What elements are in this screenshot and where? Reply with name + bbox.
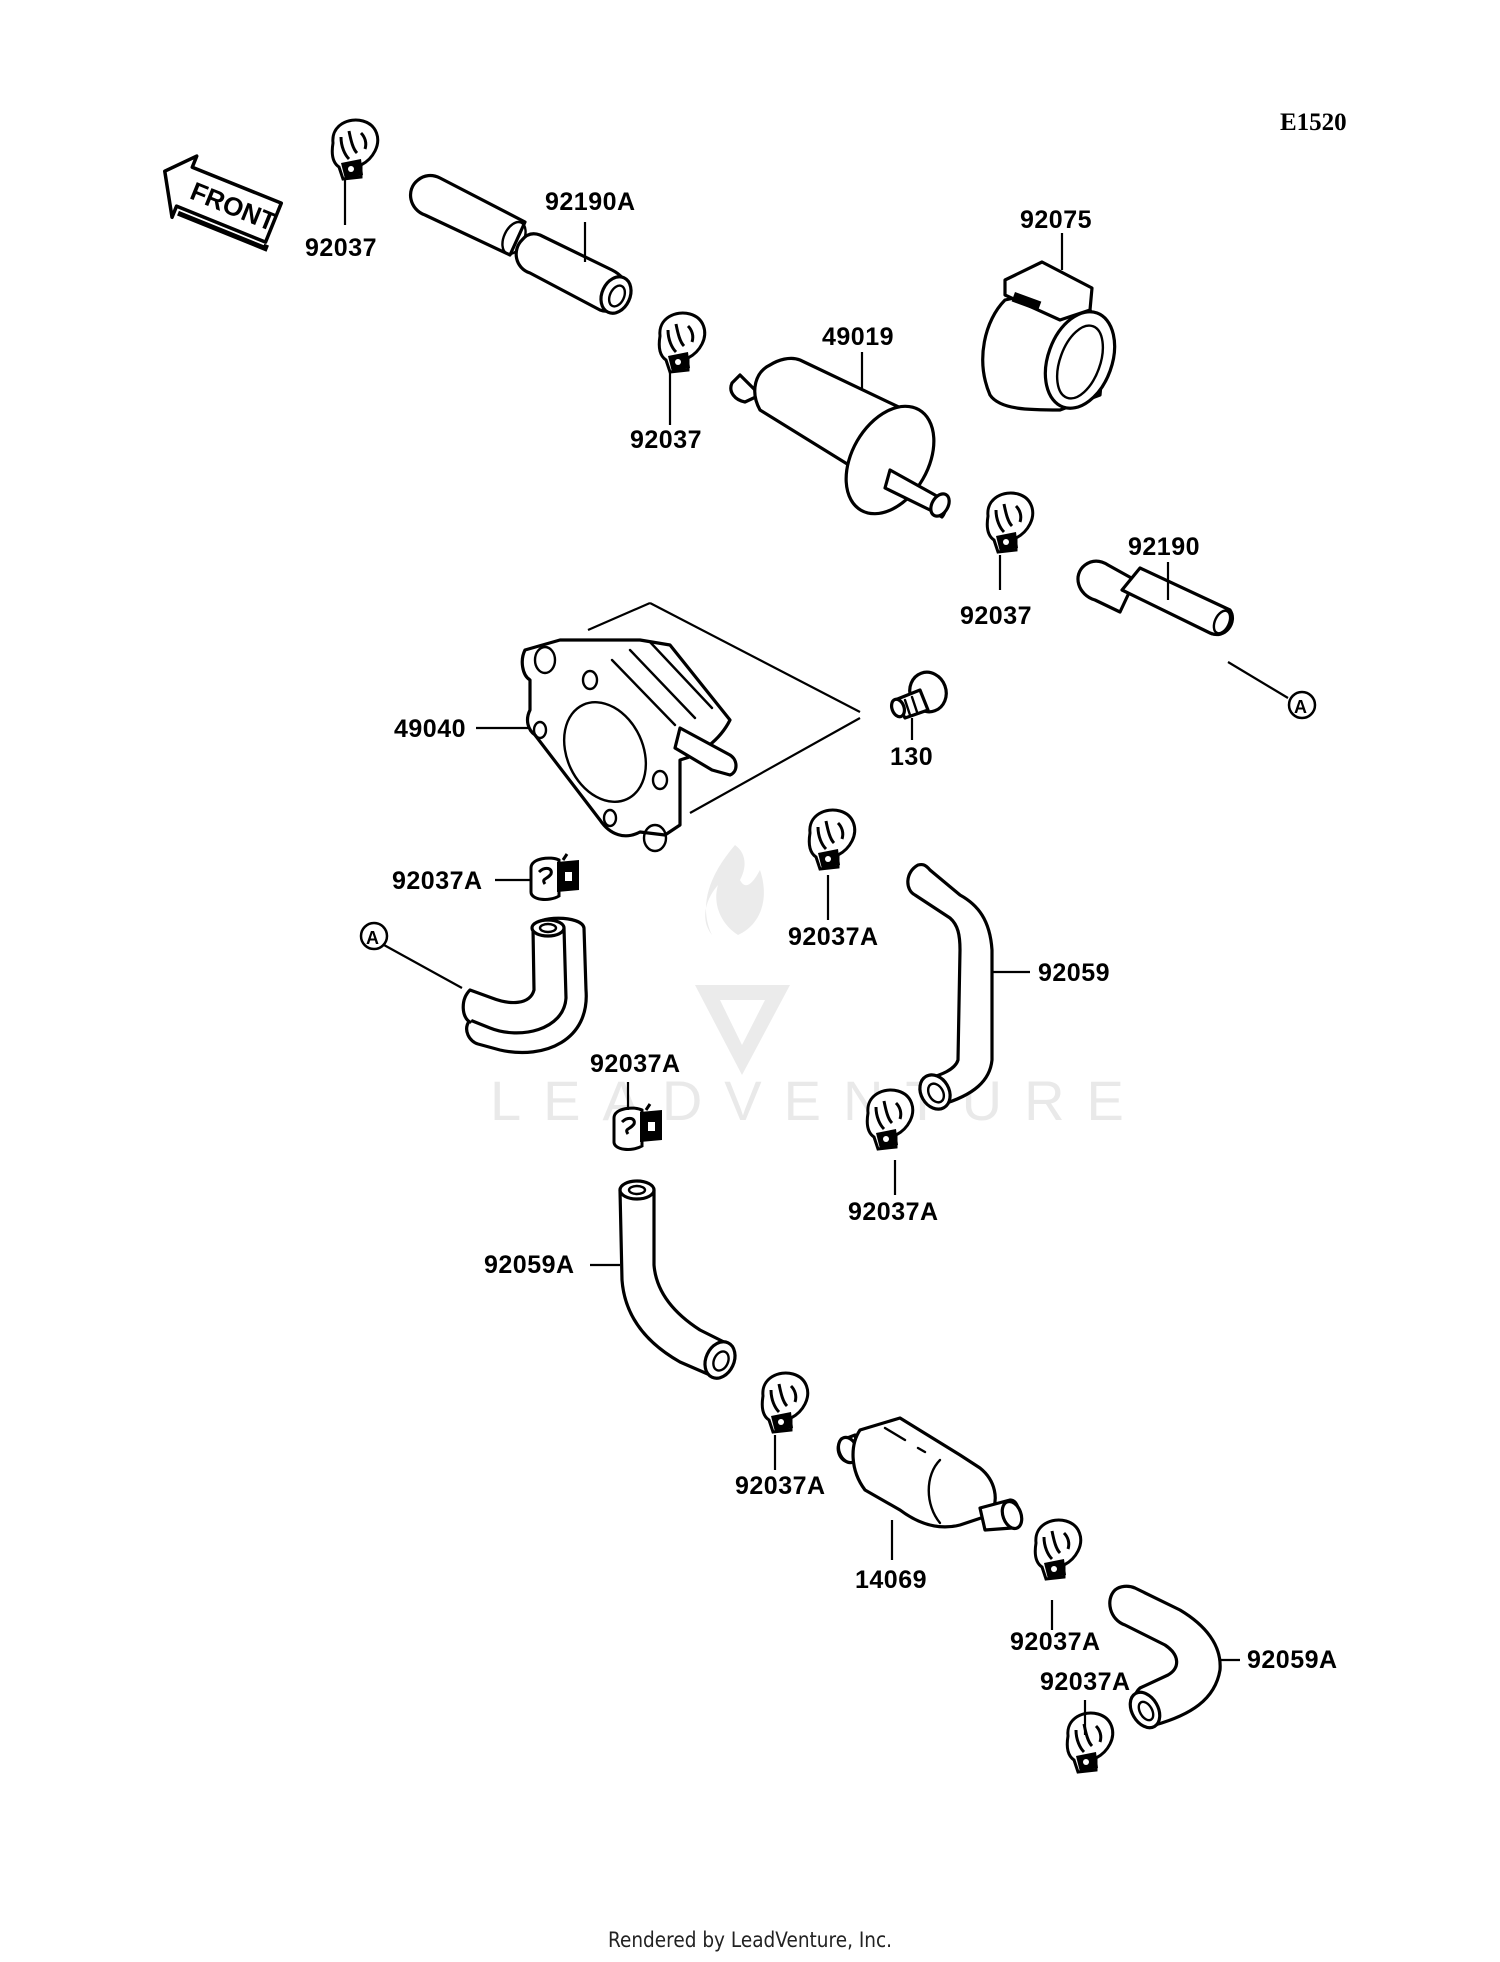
part-label[interactable]: 92059 xyxy=(1038,959,1110,987)
diagram-code: E1520 xyxy=(1280,109,1347,136)
part-label[interactable]: 92037A xyxy=(735,1472,826,1500)
part-label[interactable]: 92037A xyxy=(1040,1668,1131,1696)
hose-92059A-left[interactable]: 92059A xyxy=(484,1179,741,1383)
clamp-92037-upper-middle[interactable]: 92037 xyxy=(630,311,707,454)
hose-elbow-A[interactable]: A xyxy=(359,916,588,1055)
clamp-92075[interactable]: 92075 xyxy=(981,206,1127,418)
clamp-92037A-center[interactable]: 92037A xyxy=(590,1050,681,1151)
part-label[interactable]: 49019 xyxy=(822,323,894,351)
clamp-92037A-pump[interactable]: 92037A xyxy=(392,852,581,901)
clamp-92037-right[interactable]: 92037 xyxy=(960,491,1035,630)
fuel-filter-49019[interactable]: 49019 xyxy=(729,323,953,529)
part-label[interactable]: 130 xyxy=(890,743,933,771)
footer-credit: Rendered by LeadVenture, Inc. xyxy=(607,1928,893,1952)
part-label[interactable]: 92037A xyxy=(590,1050,681,1078)
part-label[interactable]: 92037A xyxy=(848,1198,939,1226)
clamp-92037A-bottom-left[interactable]: 92037A xyxy=(735,1371,826,1500)
ref-marker-A xyxy=(359,921,389,951)
part-label[interactable]: 92037A xyxy=(788,923,879,951)
clamp-92037-top-left[interactable]: 92037 xyxy=(305,118,380,262)
clamp-92037A-middle[interactable]: 92037A xyxy=(788,808,879,951)
part-label[interactable]: 49040 xyxy=(394,715,466,743)
clamp-92037A-bottom-right[interactable]: 92037A xyxy=(1010,1518,1101,1656)
ref-marker-label: A xyxy=(366,928,379,948)
clamp-92037A-bottom[interactable]: 92037A xyxy=(1040,1668,1131,1774)
hose-92190A[interactable]: 92190A xyxy=(408,173,637,319)
part-label[interactable]: 92037 xyxy=(960,602,1032,630)
clamp-92037A-mid-lower[interactable]: 92037A xyxy=(848,1088,939,1226)
part-label[interactable]: 92037A xyxy=(1010,1628,1101,1656)
front-arrow-icon: FRONT xyxy=(163,154,284,252)
hose-92190[interactable]: 92190 A xyxy=(1076,533,1317,720)
hose-92059[interactable]: 92059 xyxy=(906,862,1110,1115)
part-label[interactable]: 92037 xyxy=(305,234,377,262)
watermark-text: LEADVENTURE xyxy=(490,1069,1146,1132)
part-label[interactable]: 92037A xyxy=(392,867,483,895)
fuel-pump-49040[interactable]: 49040 xyxy=(394,601,861,853)
leadventure-watermark: LEADVENTURE xyxy=(490,845,1146,1132)
ref-marker-A xyxy=(1287,690,1317,720)
part-label[interactable]: 92190A xyxy=(545,188,636,216)
part-label[interactable]: 92075 xyxy=(1020,206,1092,234)
part-label[interactable]: 92190 xyxy=(1128,533,1200,561)
bolt-130[interactable]: 130 xyxy=(889,667,951,771)
hose-92059A-right[interactable]: 92059A xyxy=(1108,1584,1338,1733)
ref-marker-label: A xyxy=(1294,697,1307,717)
part-label[interactable]: 92059A xyxy=(1247,1646,1338,1674)
part-label[interactable]: 14069 xyxy=(855,1566,927,1594)
fuel-filter-14069[interactable]: 14069 xyxy=(835,1416,1025,1594)
part-label[interactable]: 92059A xyxy=(484,1251,575,1279)
part-label[interactable]: 92037 xyxy=(630,426,702,454)
